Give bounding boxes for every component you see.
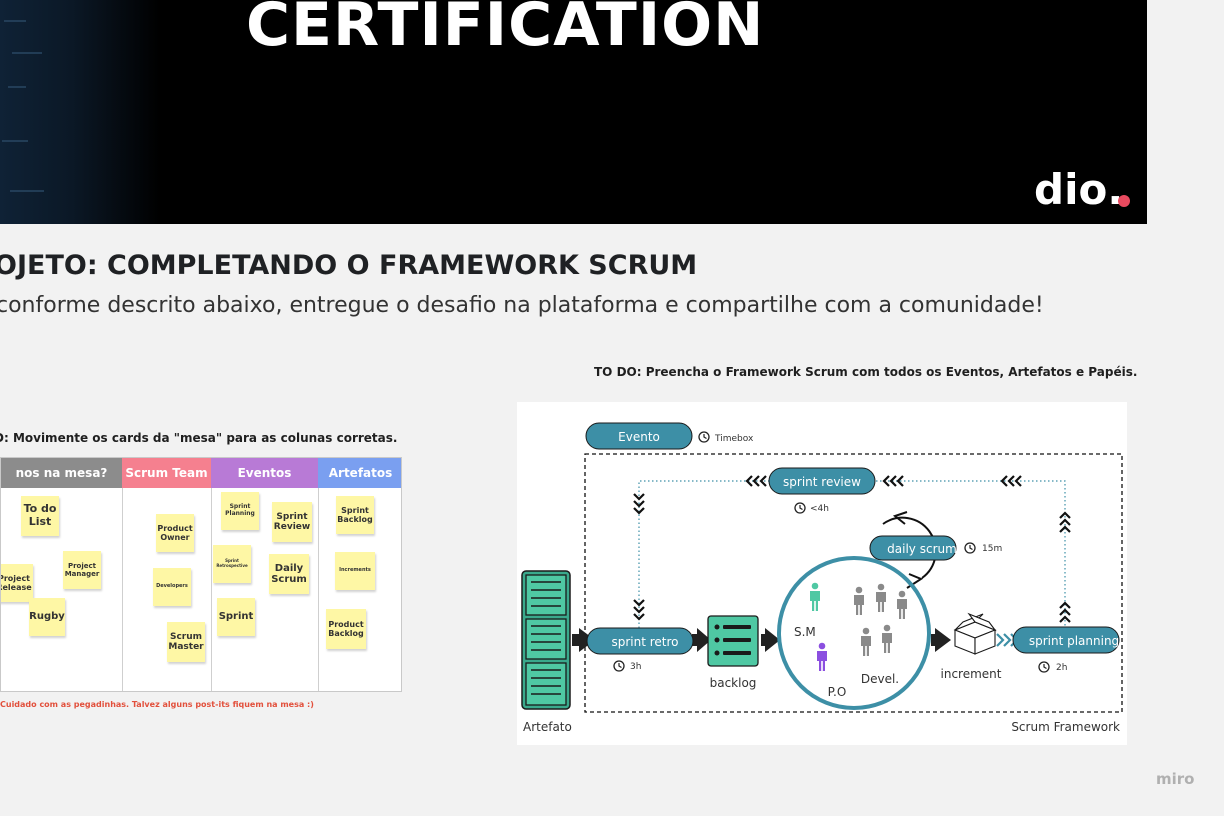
postit-todo-list[interactable]: To do List bbox=[21, 496, 59, 536]
sm-label: S.M bbox=[794, 625, 816, 639]
timebox-icon bbox=[698, 431, 710, 443]
sprint-retro-time: 3h bbox=[630, 662, 641, 672]
scrum-framework-diagram: Evento Timebox sprint review <4h daily s… bbox=[517, 402, 1127, 745]
column-header-eventos: Eventos bbox=[211, 458, 318, 488]
timebox-icon bbox=[964, 542, 976, 554]
postit-product-owner[interactable]: Product Owner bbox=[156, 514, 194, 552]
dio-logo-text: dio. bbox=[1034, 168, 1123, 212]
daily-scrum-time: 15m bbox=[982, 544, 1002, 554]
sorting-board: nos na mesa? Scrum Team Eventos Artefato… bbox=[0, 457, 402, 692]
column-header-table: nos na mesa? bbox=[1, 458, 122, 488]
chevrons-left-bottom bbox=[633, 599, 645, 621]
banner-title: CERTIFICATION bbox=[246, 0, 765, 60]
postit-sprint-planning[interactable]: Sprint Planning bbox=[221, 492, 259, 530]
chevrons-right-top bbox=[1059, 511, 1071, 533]
timebox-icon bbox=[613, 660, 625, 672]
column-divider bbox=[211, 488, 212, 691]
backlog-icon bbox=[707, 615, 759, 667]
column-divider bbox=[318, 488, 319, 691]
daily-scrum-pill: daily scrum bbox=[869, 535, 957, 561]
chevrons-top-left bbox=[745, 475, 767, 487]
chevrons-top-right bbox=[1000, 475, 1022, 487]
column-header-artefatos: Artefatos bbox=[318, 458, 401, 488]
sprint-circle bbox=[777, 556, 931, 710]
project-title: OJETO: COMPLETANDO O FRAMEWORK SCRUM bbox=[0, 250, 698, 281]
sprint-review-time: <4h bbox=[810, 504, 829, 514]
chevrons-left-top bbox=[633, 493, 645, 515]
postit-rugby[interactable]: Rugby bbox=[29, 598, 65, 636]
banner-code-background bbox=[0, 0, 160, 224]
devel-label: Devel. bbox=[861, 672, 899, 686]
legend-event-label: Evento bbox=[618, 430, 660, 444]
project-subtitle: conforme descrito abaixo, entregue o des… bbox=[0, 293, 1044, 318]
postit-developers[interactable]: Developers bbox=[153, 568, 191, 606]
postit-daily-scrum[interactable]: Daily Scrum bbox=[269, 554, 309, 594]
timebox-icon bbox=[1038, 661, 1050, 673]
postit-sprint-review[interactable]: Sprint Review bbox=[272, 502, 312, 542]
postit-product-backlog[interactable]: Product Backlog bbox=[326, 609, 366, 649]
sprint-planning-pill: sprint planning bbox=[1012, 626, 1120, 654]
sprint-review-label: sprint review bbox=[783, 475, 861, 489]
dio-logo: dio. bbox=[1034, 168, 1130, 212]
developers-icon bbox=[854, 583, 907, 656]
postit-sprint-backlog[interactable]: Sprint Backlog bbox=[336, 496, 374, 534]
postit-scrum-master[interactable]: Scrum Master bbox=[167, 622, 205, 662]
postit-sprint[interactable]: Sprint bbox=[217, 598, 255, 636]
chevrons-right-bottom bbox=[1059, 601, 1071, 623]
scrum-framework-label: Scrum Framework bbox=[1011, 720, 1120, 734]
board-warning: Cuidado com as pegadinhas. Talvez alguns… bbox=[0, 700, 314, 709]
scrum-master-icon bbox=[810, 582, 820, 611]
product-owner-icon bbox=[817, 642, 827, 671]
sprint-retro-pill: sprint retro bbox=[586, 627, 694, 655]
banner: CERTIFICATION dio. bbox=[0, 0, 1147, 224]
column-header-scrum-team: Scrum Team bbox=[122, 458, 211, 488]
daily-cycle-arrow bbox=[882, 516, 937, 579]
miro-watermark: miro bbox=[1156, 770, 1195, 788]
board-instruction: D: Movimente os cards da "mesa" para as … bbox=[0, 431, 398, 445]
timebox-icon bbox=[794, 502, 806, 514]
legend-event-pill: Evento bbox=[585, 422, 693, 450]
sprint-review-pill: sprint review bbox=[768, 467, 876, 495]
daily-scrum-label: daily scrum bbox=[887, 542, 957, 556]
po-label: P.O bbox=[828, 685, 847, 699]
artefato-icon bbox=[521, 570, 571, 710]
increment-box-icon bbox=[953, 612, 997, 655]
postit-sprint-retrospective[interactable]: Sprint Retrospective bbox=[213, 545, 251, 583]
sprint-planning-time: 2h bbox=[1056, 663, 1067, 673]
chevrons-top-mid bbox=[882, 475, 904, 487]
increment-label: increment bbox=[941, 667, 1002, 681]
postit-project-release[interactable]: Project Release bbox=[1, 564, 33, 602]
column-divider bbox=[122, 488, 123, 691]
postit-project-manager[interactable]: Project Manager bbox=[63, 551, 101, 589]
sprint-retro-label: sprint retro bbox=[611, 635, 678, 649]
backlog-label: backlog bbox=[710, 676, 757, 690]
legend-timebox-label: Timebox bbox=[714, 434, 754, 444]
artefato-label: Artefato bbox=[523, 720, 572, 734]
scrum-framework-frame bbox=[584, 453, 1123, 713]
diagram-instruction: TO DO: Preencha o Framework Scrum com to… bbox=[594, 365, 1138, 379]
flow-arrows bbox=[572, 628, 951, 652]
sprint-planning-label: sprint planning bbox=[1029, 634, 1119, 648]
postit-increments[interactable]: Increments bbox=[335, 552, 375, 590]
